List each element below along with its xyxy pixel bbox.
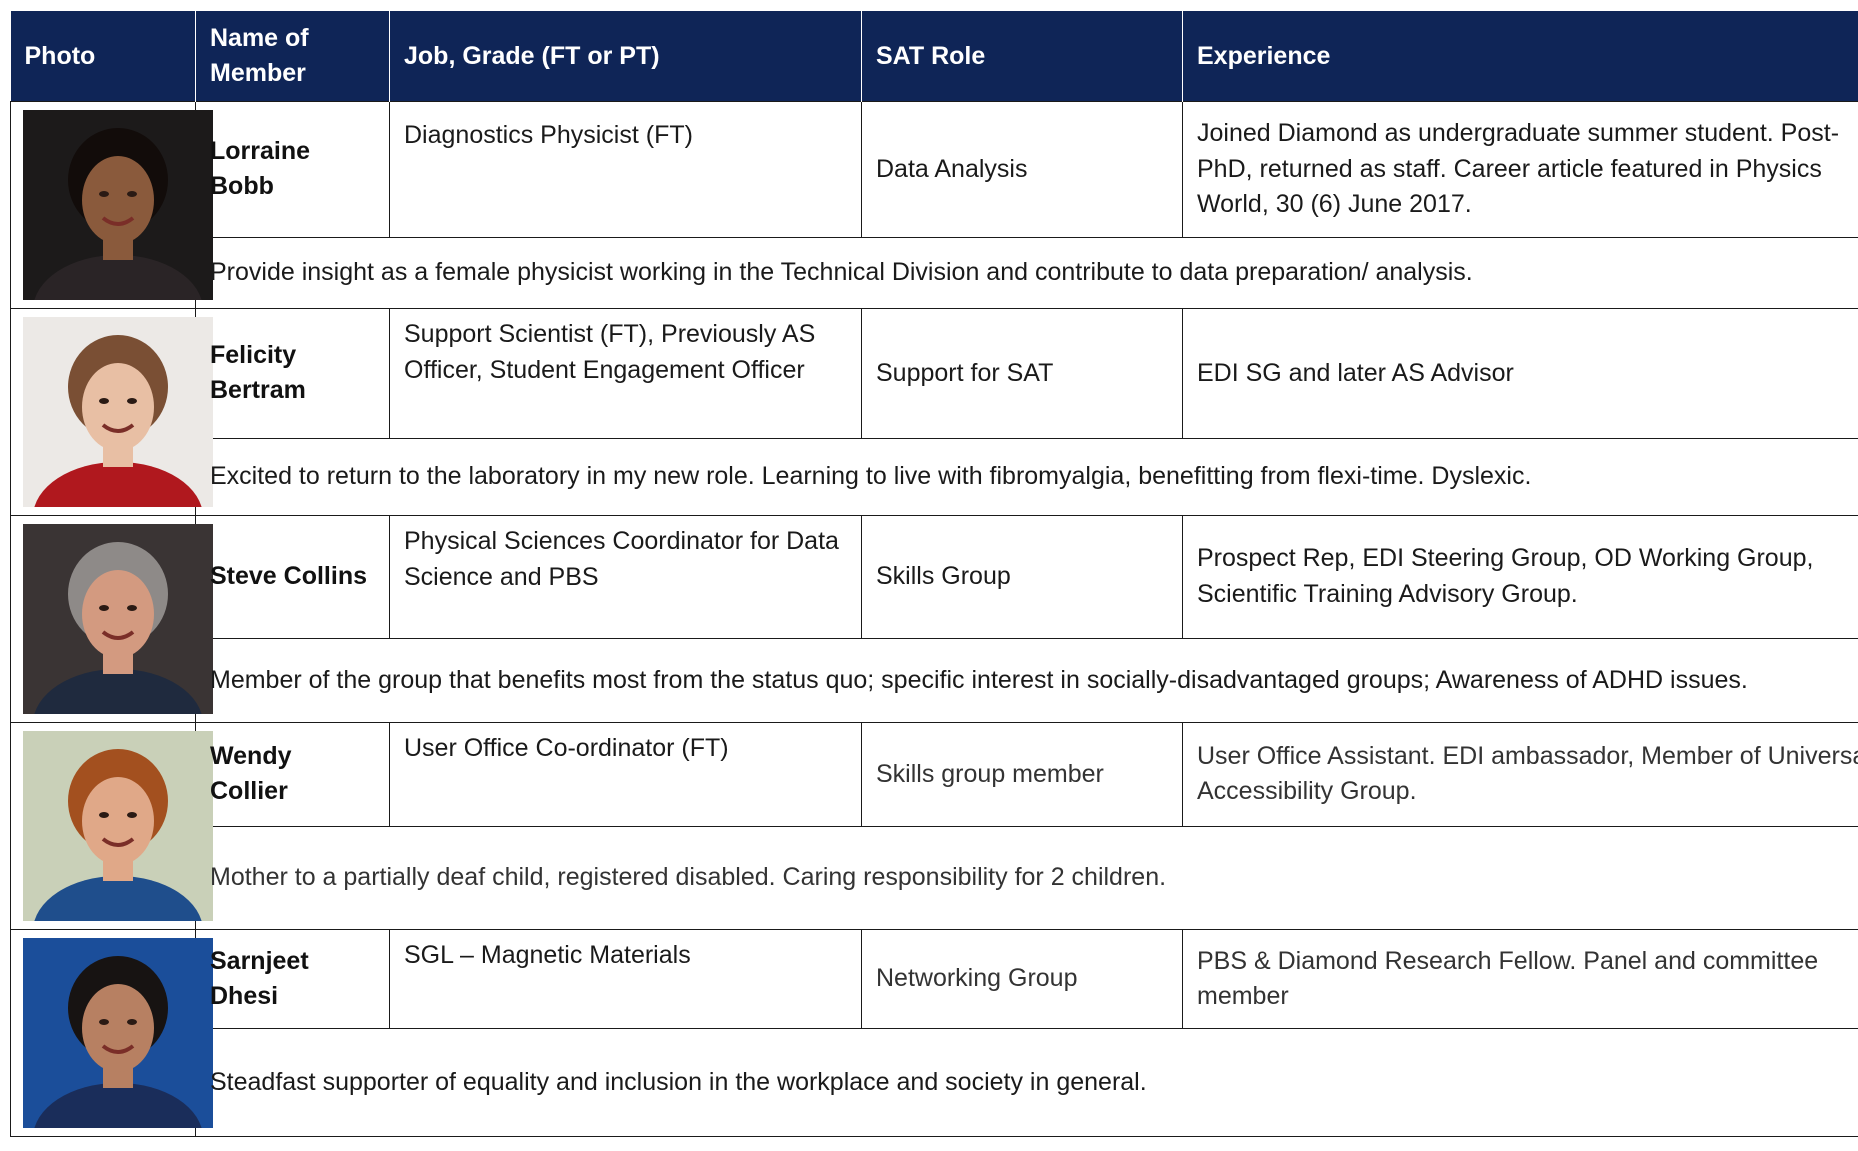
header-experience: Experience [1182,11,1858,102]
portrait-photo [23,110,213,300]
member-experience: Joined Diamond as undergraduate summer s… [1182,101,1858,238]
member-note: Mother to a partially deaf child, regist… [195,825,1858,930]
photo-cell [10,929,213,1137]
header-name: Name of Member [195,11,390,102]
member-note-row: Member of the group that benefits most f… [11,637,1858,724]
member-name: Felicity Bertram [195,308,390,439]
portrait-photo [23,731,213,921]
member-note: Steadfast supporter of equality and incl… [195,1028,1858,1137]
member-experience: PBS & Diamond Research Fellow. Panel and… [1182,928,1858,1030]
header-job: Job, Grade (FT or PT) [389,11,862,102]
member-experience: Prospect Rep, EDI Steering Group, OD Wor… [1182,515,1858,639]
table-header: Photo Name of Member Job, Grade (FT or P… [10,11,1858,102]
member-job: Support Scientist (FT), Previously AS Of… [389,308,862,439]
member-sat-role: Support for SAT [861,308,1183,439]
member-row: Sarnjeet Dhesi SGL – Magnetic Materials … [10,928,1858,1137]
photo-cell [10,308,213,516]
member-row: Steve Collins Physical Sciences Coordina… [10,515,1858,723]
member-sat-role: Skills group member [861,722,1183,827]
member-row: Wendy Collier User Office Co-ordinator (… [10,722,1858,930]
member-name: Sarnjeet Dhesi [195,928,390,1030]
member-experience: EDI SG and later AS Advisor [1182,308,1858,439]
member-job: Diagnostics Physicist (FT) [389,101,862,238]
member-name: Steve Collins [195,515,390,639]
member-row: Felicity Bertram Support Scientist (FT),… [10,308,1858,516]
header-sat-role: SAT Role [861,11,1183,102]
member-note-row: Steadfast supporter of equality and incl… [11,1028,1858,1137]
header-photo: Photo [10,11,196,102]
photo-cell [10,515,213,723]
member-note: Provide insight as a female physicist wo… [195,236,1858,310]
member-note-row: Excited to return to the laboratory in m… [11,437,1858,517]
portrait-photo [23,317,213,507]
member-name: Lorraine Bobb [195,101,390,238]
member-sat-role: Data Analysis [861,101,1183,238]
sat-members-table: Photo Name of Member Job, Grade (FT or P… [10,11,1858,1137]
member-note: Member of the group that benefits most f… [195,637,1858,724]
member-note-row: Mother to a partially deaf child, regist… [11,825,1858,930]
portrait-photo [23,938,213,1128]
photo-cell [10,101,213,309]
portrait-photo [23,524,213,714]
header-row: Photo Name of Member Job, Grade (FT or P… [10,11,1858,102]
member-note: Excited to return to the laboratory in m… [195,437,1858,517]
member-experience: User Office Assistant. EDI ambassador, M… [1182,722,1858,827]
member-job: Physical Sciences Coordinator for Data S… [389,515,862,639]
member-sat-role: Skills Group [861,515,1183,639]
member-job: User Office Co-ordinator (FT) [389,722,862,827]
member-sat-role: Networking Group [861,928,1183,1030]
member-name: Wendy Collier [195,722,390,827]
member-row: Lorraine Bobb Diagnostics Physicist (FT)… [10,101,1858,309]
members-sheet: Photo Name of Member Job, Grade (FT or P… [10,11,1858,1151]
member-job: SGL – Magnetic Materials [389,928,862,1030]
member-note-row: Provide insight as a female physicist wo… [11,236,1858,310]
photo-cell [10,722,213,930]
